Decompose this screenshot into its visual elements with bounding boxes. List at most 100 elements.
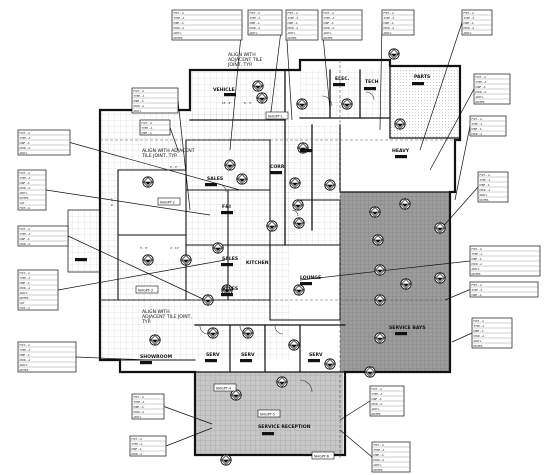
room-label-kitchen: KITCHEN [246,260,269,266]
callout-row-text: MOD - A [20,186,31,190]
callout-row-text: NOTES [476,100,485,104]
callout-row-text: FIXT. - A [474,319,485,323]
dim-2: 8' - 0" [244,101,252,105]
callout-row-text: FIXT. - A [20,271,31,275]
callout-row-text: FIXT. - A [174,11,185,15]
light-fixture-symbol [242,327,254,339]
callout-row-text: FIXT. - A [472,247,483,251]
callout-row-text: ADD'L [134,109,142,113]
callout-row-text: ADD'L [134,415,142,419]
light-fixture-symbol [212,242,224,254]
callout-row-text: TYPE - A [472,288,483,292]
room-label-heavy: HEAVY [392,148,410,154]
light-fixture-symbol [388,48,400,60]
callout-row-text: ADD'L [174,31,182,35]
callout-row-text: MOD - A [464,26,475,30]
callout-row-text: FIXT. - A [20,206,31,210]
room-label-sales-2: SALES [222,256,238,262]
callout-row-text: TYPE - A [132,442,143,446]
callout-row-text: ADD'L [20,363,28,367]
callout-row-text: TYPE - A [20,136,31,140]
light-fixture-symbol [374,264,386,276]
callout-row-text: FIXT. - A [20,306,31,310]
room-label-service-reception: SERVICE RECEPTION [258,424,311,430]
light-fixture-symbol [202,294,214,306]
room-labels: VEHICLE ELEC. TECH PARTS HEAVY SALES F&I… [140,74,430,430]
callout-row-text: MNF - A [384,21,394,25]
callout-row-text: TYPE - A [20,232,31,236]
room-number-tag [221,263,233,267]
callout-row-text: ADD'L [20,191,28,195]
light-fixture-symbol [341,98,353,110]
callout-row-text: MOD - A [472,132,483,136]
note-align-top-2: ADJACENT TILE [228,57,263,63]
callout-row-text: MNF - A [20,281,30,285]
callout-row-text: NOTES [20,368,29,372]
note-align-left-1: ALIGN WITH ADJACENT [142,148,195,154]
room-label-service-bays: SERVICE BAYS [389,325,426,331]
callout-row-text: ADD'L [20,291,28,295]
callout-row-text: NOTES [20,296,29,300]
callout-row-text: MOD - A [132,452,143,456]
callout-row-text: NOTES [474,344,483,348]
callout-row-text: ADD'L [384,31,392,35]
light-fixture-symbol [224,159,236,171]
callout-row-text: FIXT. - A [288,11,299,15]
dim-4: 5' - 0" [140,246,148,250]
room-label-sales: SALES [207,176,223,182]
callout-row-text: ADD'L [288,31,296,35]
callout-row-text: TYPE - A [472,252,483,256]
ceiling-tag-2: NHGPT-2 [160,201,175,205]
callout-row-text: MNF - A [464,21,474,25]
column-grid [100,60,460,460]
callout-row-text: MNF - A [472,257,482,261]
room-number-tag [221,211,233,215]
callout-row-text: ADD'L [250,31,258,35]
note-align-bottom-3: TYP. [141,319,151,325]
callout-row-text: MNF - A [142,131,152,135]
light-fixture-symbol [400,278,412,290]
service-bays-ceiling [340,192,450,372]
room-label-parts: PARTS [414,74,430,80]
callout-row-text: TYPE - A [474,324,485,328]
callout-row-text: MOD - A [472,262,483,266]
callout-row-text: FIXT. - A [20,131,31,135]
leader-lines [45,22,479,458]
light-fixture-symbol [252,80,264,92]
callout-row-text: FIXT. - A [134,89,145,93]
callout-row-text: FIXT. - A [250,11,261,15]
callout-row-text: MOD - A [288,26,299,30]
callout-row-text: FIXT. - A [372,387,383,391]
callout-row-text: NOTES [472,272,481,276]
light-fixture-symbol [296,98,308,110]
callout-row-text: MOD - A [174,26,185,30]
callout-row-text: NOTES [480,198,489,202]
callout-row-text: ADD'L [372,407,380,411]
callout-row-text: FIXT. - A [464,11,475,15]
callout-row-text: MOD - A [20,242,31,246]
room-label-sales-3: SALES [222,286,238,292]
callout-row-text: TYPE - A [134,400,145,404]
callout-row-text: MOD - A [134,410,145,414]
callout-row-text: TYPE - A [384,16,395,20]
room-number-tag [412,82,424,86]
callout-row-text: MNF - A [324,21,334,25]
ceiling-tag-6: NHGPT-6 [314,455,329,459]
note-align-top-1: ALIGN WITH [228,52,256,58]
light-fixture-symbol [276,376,288,388]
room-number-tag [308,359,320,363]
light-fixture-symbol [293,284,305,296]
light-fixture-symbol [207,327,219,339]
callout-row-text: TYPE - A [20,276,31,280]
callout-row-text: TYPE - A [476,80,487,84]
ceiling-type-tags: NHGPT-1 NHGPT-2 NHGPT-3 NHGPT-4 NHGPT-5 … [135,111,335,460]
